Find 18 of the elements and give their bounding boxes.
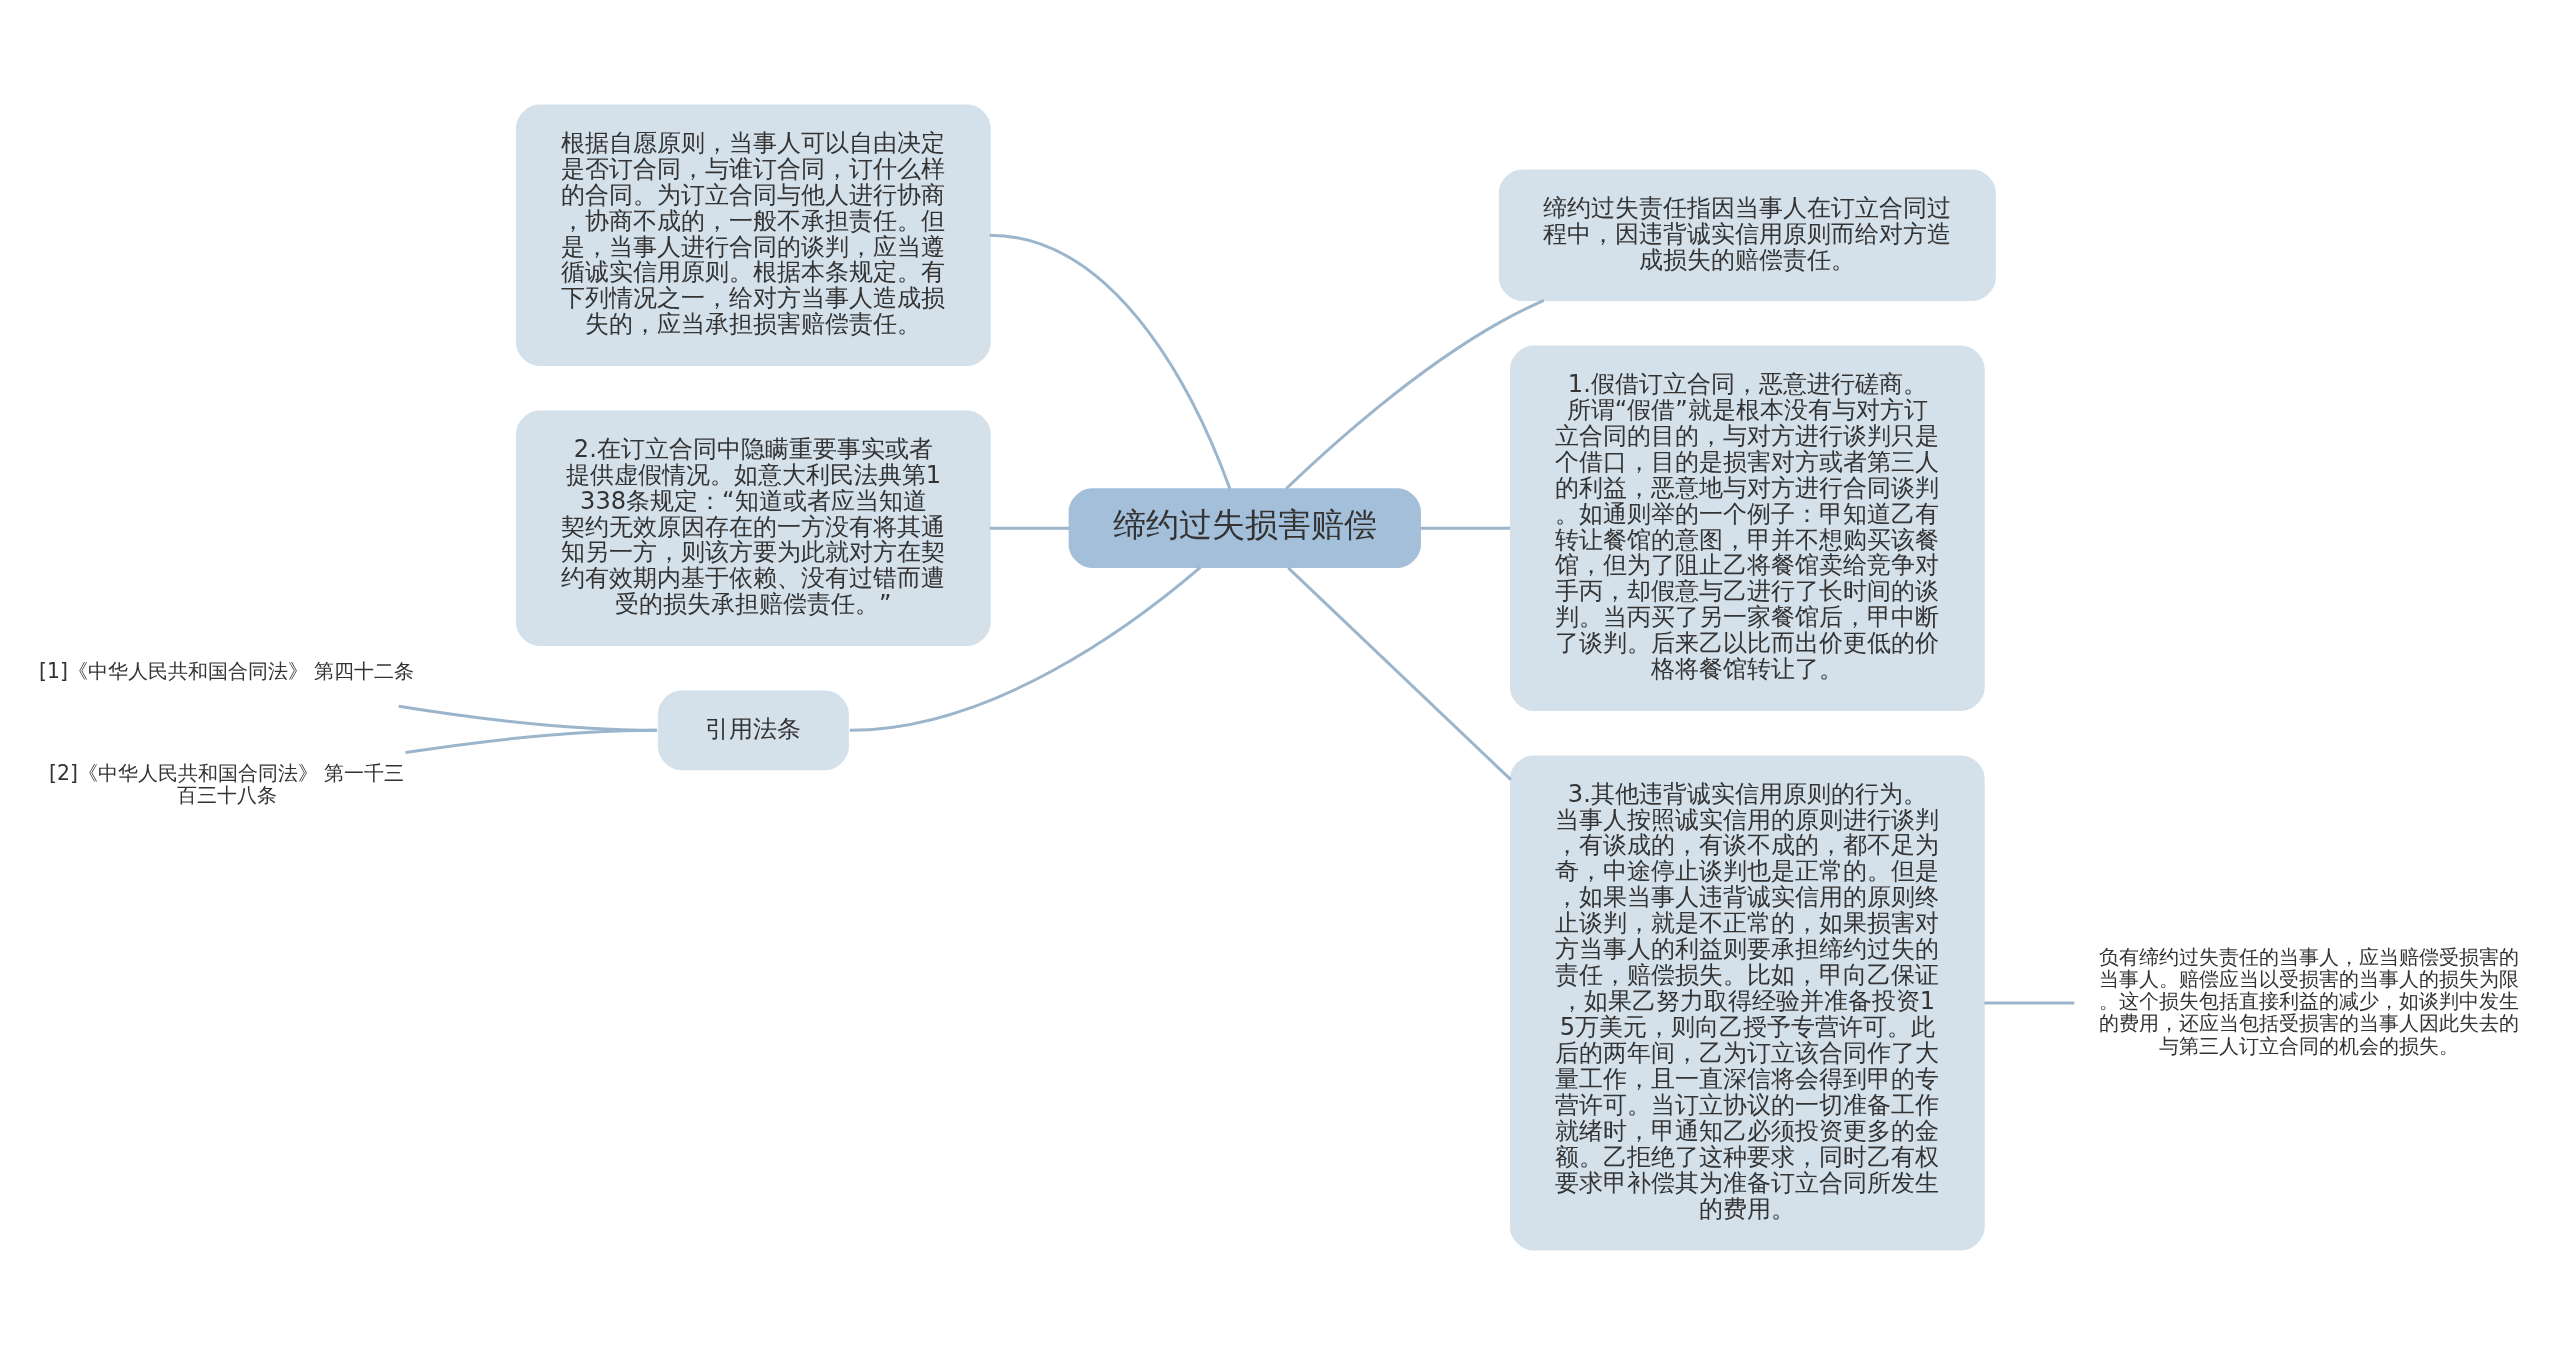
node-text: [1]《中华人民共和国合同法》 第四十二条 bbox=[39, 659, 415, 684]
connector bbox=[989, 233, 1232, 490]
connector bbox=[1287, 566, 1512, 781]
connector bbox=[1984, 1001, 2075, 1005]
node-box: 缔约过失责任指因当事人在订立合同过程中，因违背诚实信用原则而给对方造成损失的赔偿责任。 bbox=[1498, 169, 1996, 302]
node-box: 缔约过失损害赔偿 bbox=[1068, 488, 1421, 569]
node-box: 引用法条 bbox=[657, 690, 849, 771]
connector bbox=[849, 566, 1202, 732]
node-box: 2.在订立合同中隐瞒重要事实或者提供虚假情况。如意大利民法典第1338条规定：“知道或者应当知道契约无效原因存在的一方没有将其通知另一方，则该方要为此就对方在契约有效期内基于依赖、没有过错而遭受的损失承担赔偿责任。” bbox=[516, 410, 991, 646]
node-box: 根据自愿原则，当事人可以自由决定是否订合同，与谁订合同，订什么样的合同。为订立合同与他人进行协商，协商不成的，一般不承担责任。但是，当事人进行合同的谈判，应当遵循诚实信用原则。根据本条规定。有下列情况之一，给对方当事人造成损失的，应当承担损害赔偿责任。 bbox=[516, 104, 991, 366]
connector bbox=[989, 526, 1070, 530]
connector bbox=[405, 728, 657, 755]
node-text: [2]《中华人民共和国合同法》 第一千三百三十八条 bbox=[49, 761, 405, 808]
connector bbox=[1285, 298, 1545, 490]
node-text: 负有缔约过失责任的当事人，应当赔偿受损害的当事人。赔偿应当以受损害的当事人的损失为限。这个损失包括直接利益的减少，如谈判中发生的费用，还应当包括受损害的当事人因此失去的与第三人订立合同的机会的损失。 bbox=[2099, 944, 2520, 1058]
node-box: 3.其他违背诚实信用原则的行为。当事人按照诚实信用的原则进行谈判，有谈成的，有谈不成的，都不足为奇，中途停止谈判也是正常的。但是，如果当事人违背诚实信用的原则终止谈判，就是不正常的，如果损害对方当事人的利益则要承担缔约过失的责任，赔偿损失。比如，甲向乙保证，如果乙努力取得经验并准备投资15万美元，则向乙授予专营许可。此后的两年间，乙为订立该合同作了大量工作，且一直深信将会得到甲的专营许可。当订立协议的一切准备工作就绪时，甲通知乙必须投资更多的金额。乙拒绝了这种要求，同时乙有权要求甲补偿其为准备订立合同所发生的费用。 bbox=[1509, 755, 1985, 1251]
connector bbox=[1420, 526, 1510, 530]
node-box: 1.假借订立合同，恶意进行磋商。所谓“假借”就是根本没有与对方订立合同的目的，与对方进行谈判只是个借口，目的是损害对方或者第三人的利益，恶意地与对方进行合同谈判。如通则举的一个例子：甲知道乙有转让餐馆的意图，甲并不想购买该餐馆，但为了阻止乙将餐馆卖给竞争对手丙，却假意与乙进行了长时间的谈判。当丙买了另一家餐馆后，甲中断了谈判。后来乙以比而出价更低的价格将餐馆转让了。 bbox=[1509, 345, 1985, 711]
